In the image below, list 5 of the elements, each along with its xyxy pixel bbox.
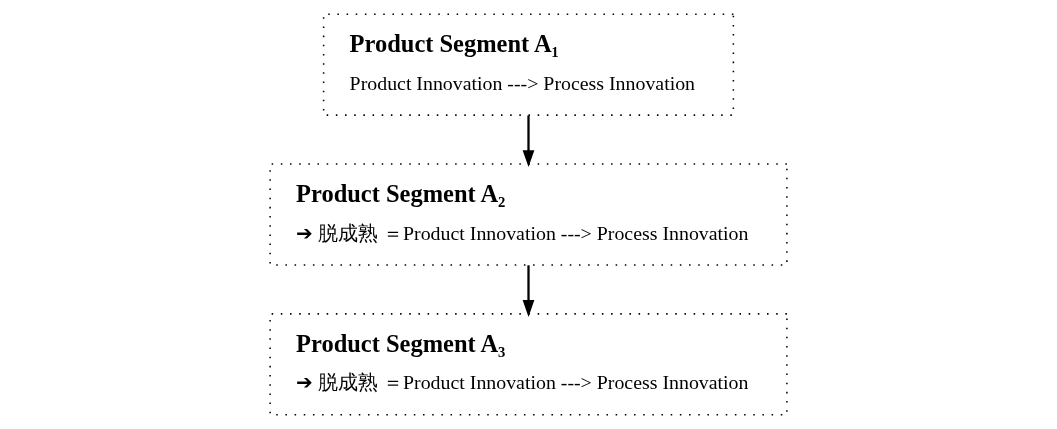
node-box: Product Segment A₁ Product Innovation ---> Process Innovation [322, 13, 735, 116]
node-box: Product Segment A₂ ➔ 脱成熟 ＝Product Innovation ---> Process Innovation [269, 163, 788, 266]
arrow [522, 265, 535, 317]
node-box: Product Segment A₃ ➔ 脱成熟 ＝Product Innovation ---> Process Innovation [269, 313, 788, 416]
arrow [522, 115, 535, 168]
